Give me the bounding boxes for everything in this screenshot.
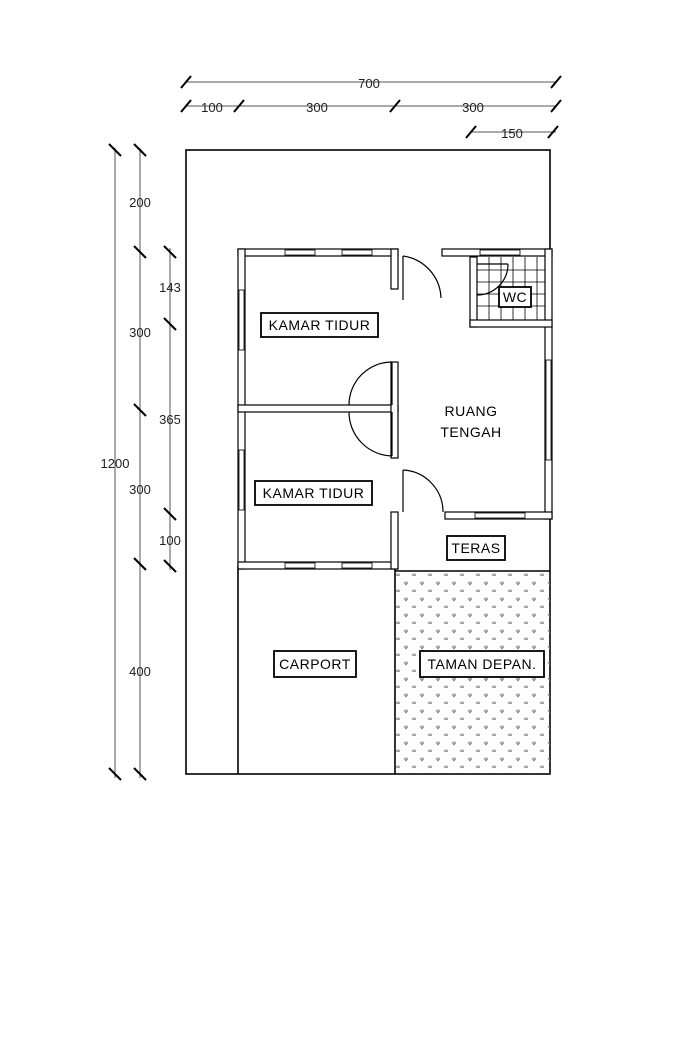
dim-left-inner-1: 143 (159, 280, 181, 295)
label-front-garden: TAMAN DEPAN. (419, 650, 545, 678)
dim-left-outer-1: 200 (129, 195, 151, 210)
label-carport: CARPORT (273, 650, 357, 678)
dim-left-inner-3: 100 (159, 533, 181, 548)
doors (348, 255, 509, 513)
dim-top-overall: 700 (358, 76, 380, 91)
label-terrace: TERAS (446, 535, 506, 561)
label-bedroom-1: KAMAR TIDUR (260, 312, 379, 338)
label-bedroom-2: KAMAR TIDUR (254, 480, 373, 506)
bedroom-2-label: KAMAR TIDUR (263, 485, 365, 501)
label-wc: WC (498, 286, 532, 308)
dim-left-outer-4: 400 (129, 664, 151, 679)
top-dimensions: 700 100 300 300 150 (180, 75, 562, 141)
wc-label: WC (503, 289, 527, 305)
terrace-label: TERAS (451, 540, 500, 556)
windows (238, 249, 552, 569)
living-label-line-1: RUANG (444, 403, 497, 419)
label-living-room: RUANG TENGAH (440, 403, 501, 440)
dim-left-outer-2: 300 (129, 325, 151, 340)
front-garden-label: TAMAN DEPAN. (428, 656, 537, 672)
dim-left-overall: 1200 (101, 456, 130, 471)
bedroom-1-label: KAMAR TIDUR (269, 317, 371, 333)
dim-top-segment-3: 300 (462, 100, 484, 115)
dim-top-segment-1: 100 (201, 100, 223, 115)
left-dimensions: 1200 200 300 300 400 143 365 100 (101, 143, 181, 781)
carport-label: CARPORT (279, 656, 351, 672)
dim-left-outer-3: 300 (129, 482, 151, 497)
dim-left-inner-2: 365 (159, 412, 181, 427)
dim-top-segment-2: 300 (306, 100, 328, 115)
living-label-line-2: TENGAH (440, 424, 501, 440)
dim-top-right-offset: 150 (501, 126, 523, 141)
